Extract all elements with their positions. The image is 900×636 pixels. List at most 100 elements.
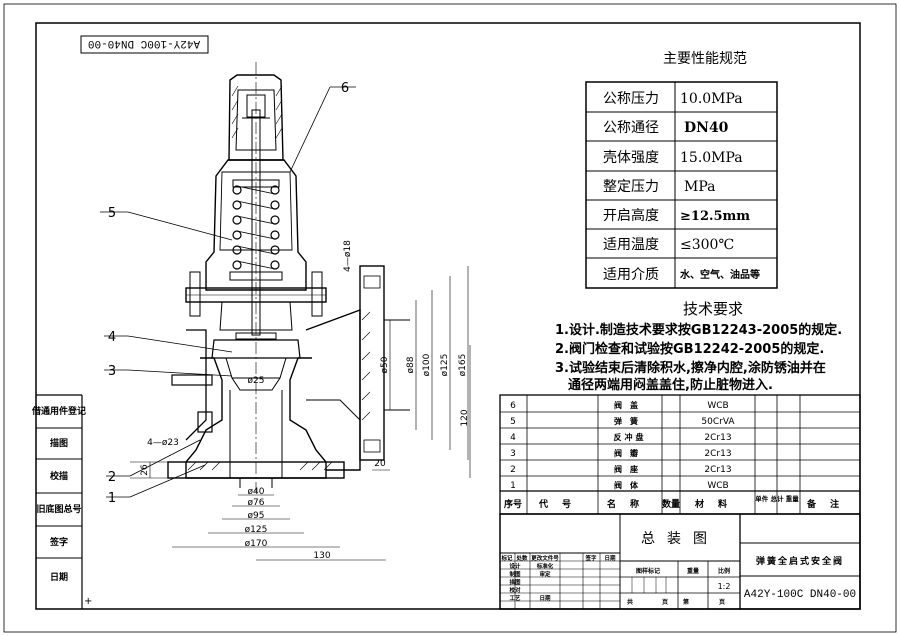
parts-header-no: 序号 [504, 498, 522, 510]
tech-requirements: 技术要求 1.设计.制造技术要求按GB12243-2005的规定. 2.阀门检查… [555, 300, 842, 393]
spec-value-7: 水、空气、油品等 [679, 268, 760, 281]
dim-holes-bottom: 4—ø23 [147, 438, 179, 448]
tb-g3: 比例 [718, 567, 730, 575]
tech-line-4: 通径两端用闷盖盖住,防止脏物进入. [568, 377, 773, 393]
spring [232, 185, 280, 270]
part-mat-5: 50CrVA [701, 417, 735, 427]
dimension-texts: ø40 ø76 ø95 ø125 ø170 130 ø25 ø50 ø88 ø1… [140, 240, 470, 561]
spec-label-4: 整定压力 [603, 179, 659, 195]
dim-holes-side: 4—ø18 [343, 240, 353, 272]
spec-label-1: 公称压力 [603, 91, 659, 107]
inner-border [35, 22, 861, 610]
spec-table: 主要性能规范 公称压力 10.0MPa 公称通径 DN40 壳体强度 15.0M… [585, 50, 778, 289]
balloon-6: 6 [341, 81, 349, 96]
dim-d40: ø40 [248, 487, 265, 497]
tb-c2: 审定 [539, 570, 551, 578]
tb-g2: 重量 [687, 567, 699, 575]
parts-header-name: 名称 [607, 498, 653, 510]
tb-h4: 页 [719, 598, 725, 606]
drawing-code-rotated: A42Y-100C DN40-00 [88, 37, 200, 49]
tb-e1: 校对 [509, 586, 521, 594]
tech-title: 技术要求 [683, 300, 743, 318]
part-name-3: 阀瓣 [614, 448, 646, 458]
spec-value-3: 15.0MPa [680, 150, 743, 166]
title-block: 标记 处数 更改文件号 签字 日期 设计 标准化 制图 审定 描图 校对 工艺 … [499, 513, 861, 610]
parts-header-code: 代号 [538, 498, 585, 510]
spec-value-1: 10.0MPa [680, 91, 743, 107]
parts-header-qty: 数量 [662, 498, 680, 510]
dim-w130: 130 [313, 551, 330, 561]
part-no-3: 3 [510, 449, 516, 459]
dim-d125v: ø125 [440, 354, 450, 377]
parts-list: 6 阀盖 WCB 5 弹簧 50CrVA 4 反冲盘 2Cr13 3 阀瓣 2C… [499, 394, 861, 515]
spec-value-6: ≤300℃ [680, 237, 734, 253]
dim-d170: ø170 [245, 539, 268, 549]
spec-label-6: 适用温度 [603, 237, 659, 253]
dim-d25: ø25 [248, 376, 265, 386]
dim-w20: 20 [374, 459, 386, 469]
balloon-1: 1 [108, 491, 116, 506]
plus-mark: + [84, 596, 92, 607]
tb-a3: 更改文件号 [531, 554, 559, 562]
part-name-2: 阀座 [614, 464, 646, 474]
tb-main-title: 总装图 [641, 531, 719, 547]
tb-a1: 标记 [500, 554, 513, 562]
strip-label-6: 日期 [50, 571, 68, 583]
spec-value-2: DN40 [684, 120, 729, 136]
dim-d165: ø165 [458, 354, 468, 377]
part-mat-1: WCB [707, 481, 728, 491]
strip-label-2: 描图 [50, 437, 68, 449]
spec-label-2: 公称通径 [603, 120, 659, 136]
tech-line-2: 2.阀门检查和试验按GB12242-2005的规定. [555, 341, 824, 357]
strip-label-1: 借通用件登记 [31, 405, 86, 417]
tb-d1: 描图 [509, 578, 521, 586]
part-name-6: 阀盖 [614, 400, 646, 410]
tb-h1: 共 [627, 598, 633, 606]
spec-label-7: 适用介质 [603, 267, 659, 283]
parts-header-remark: 备注 [806, 498, 853, 510]
tb-b1: 设计 [509, 562, 521, 570]
spec-value-5: ≥12.5mm [680, 209, 750, 224]
part-no-1: 1 [510, 481, 516, 491]
part-name-5: 弹簧 [614, 416, 646, 426]
part-mat-6: WCB [707, 401, 728, 411]
dim-d125: ø125 [245, 525, 268, 535]
valve-drawing [167, 62, 410, 492]
tb-a4: 签字 [584, 554, 597, 562]
part-name-1: 阀体 [614, 480, 646, 490]
tb-scale: 1:2 [718, 582, 731, 591]
leaders [100, 86, 356, 498]
spec-label-5: 开启高度 [603, 207, 659, 224]
tb-h3: 第 [682, 598, 689, 606]
part-no-6: 6 [510, 401, 516, 411]
balloon-2: 2 [108, 470, 116, 485]
strip-label-3: 校描 [50, 470, 68, 482]
tb-code: A42Y-100C DN40-00 [744, 589, 856, 601]
strip-label-5: 签字 [49, 536, 68, 548]
tech-line-1: 1.设计.制造技术要求按GB12243-2005的规定. [555, 322, 842, 338]
tb-f1: 工艺 [509, 594, 521, 602]
spec-label-3: 壳体强度 [603, 149, 659, 166]
dim-d50: ø50 [380, 356, 390, 373]
tb-a5: 日期 [604, 554, 616, 562]
dimension-lines [130, 266, 471, 561]
parts-header-material: 材料 [694, 498, 741, 510]
balloon-4: 4 [108, 330, 116, 345]
part-no-2: 2 [510, 465, 516, 475]
dim-h120: 120 [460, 409, 470, 426]
dim-d88: ø88 [406, 356, 416, 373]
part-mat-4: 2Cr13 [704, 433, 731, 443]
left-strip: 借通用件登记 描图 校描 旧底图总号 签字 日期 [31, 394, 86, 609]
part-name-4: 反冲盘 [614, 432, 647, 442]
part-mat-2: 2Cr13 [704, 465, 731, 475]
tb-b2: 标准化 [536, 562, 554, 570]
tb-c1: 制图 [509, 570, 521, 578]
dim-d100: ø100 [422, 353, 432, 376]
part-mat-3: 2Cr13 [704, 449, 731, 459]
balloon-5: 5 [108, 206, 116, 221]
tb-g1: 图样标记 [636, 567, 660, 575]
drawing-code-box: A42Y-100C DN40-00 [80, 35, 209, 54]
dim-h26: 26 [140, 464, 150, 476]
